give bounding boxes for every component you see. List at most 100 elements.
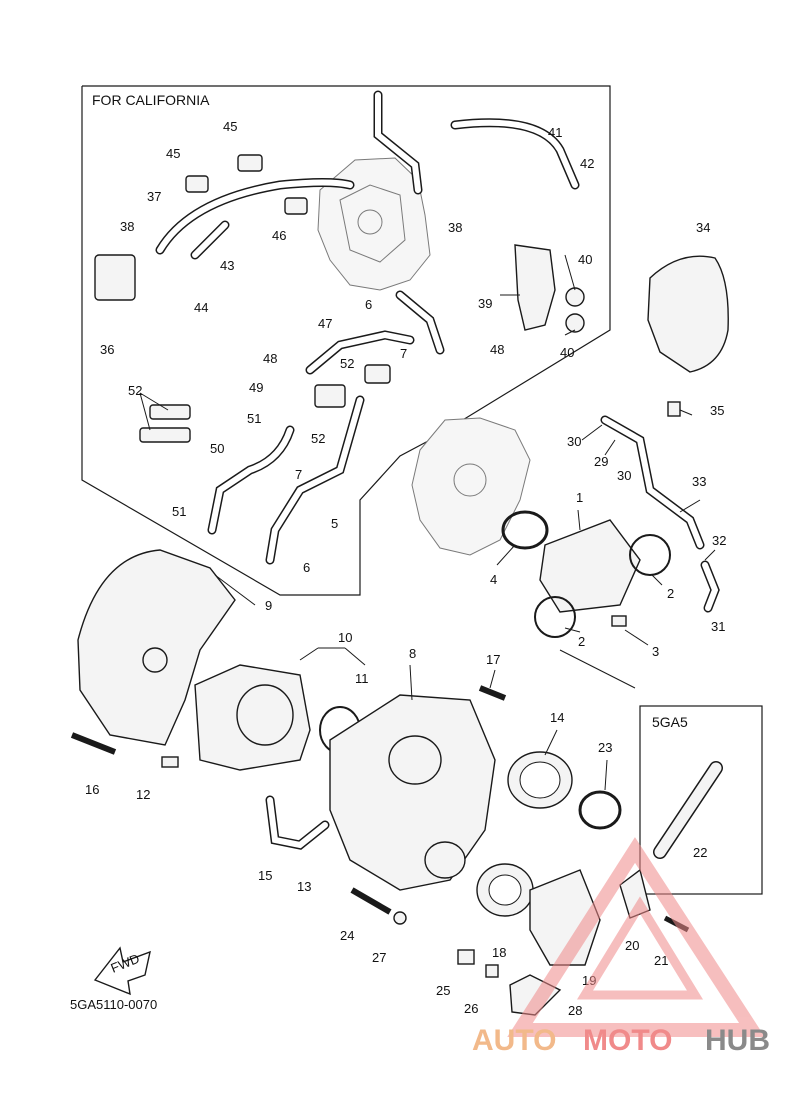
part-22-pipe	[653, 761, 723, 859]
drawing-code: 5GA5110-0070	[70, 997, 157, 1012]
svg-text:39: 39	[478, 296, 492, 311]
svg-text:40: 40	[560, 345, 574, 360]
part-23-clamp	[578, 790, 622, 830]
california-header: FOR CALIFORNIA	[92, 92, 210, 108]
svg-text:34: 34	[696, 220, 710, 235]
svg-text:27: 27	[372, 950, 386, 965]
svg-text:48: 48	[490, 342, 504, 357]
svg-text:8: 8	[409, 646, 416, 661]
svg-text:6: 6	[303, 560, 310, 575]
svg-text:30: 30	[617, 468, 631, 483]
svg-text:HUB: HUB	[705, 1024, 770, 1057]
engine-silhouette-top	[317, 157, 431, 291]
part-52-clip-a	[149, 404, 191, 420]
part-52-clip-c	[314, 384, 346, 408]
svg-text:12: 12	[136, 787, 150, 802]
svg-text:31: 31	[711, 619, 725, 634]
svg-text:25: 25	[436, 983, 450, 998]
svg-text:40: 40	[578, 252, 592, 267]
svg-text:38: 38	[448, 220, 462, 235]
leader-lines	[139, 254, 716, 791]
svg-text:7: 7	[400, 346, 407, 361]
svg-text:46: 46	[272, 228, 286, 243]
part-34-cover	[647, 255, 729, 373]
svg-text:52: 52	[311, 431, 325, 446]
part-25-nut	[457, 949, 475, 965]
svg-text:29: 29	[594, 454, 608, 469]
svg-text:28: 28	[568, 1003, 582, 1018]
svg-text:3: 3	[652, 644, 659, 659]
svg-text:4: 4	[490, 572, 497, 587]
part-26-bolt	[485, 964, 499, 978]
california-frame	[81, 85, 611, 596]
svg-text:MOTO: MOTO	[583, 1024, 672, 1057]
part-12-screw	[161, 756, 179, 768]
svg-text:21: 21	[654, 953, 668, 968]
svg-text:32: 32	[712, 533, 726, 548]
part-39-bracket	[514, 244, 556, 331]
svg-text:33: 33	[692, 474, 706, 489]
part-27-washer	[393, 911, 407, 925]
svg-text:49: 49	[249, 380, 263, 395]
part-40-grommet-a	[565, 287, 585, 307]
svg-text:16: 16	[85, 782, 99, 797]
part-2-o-ring-a	[629, 534, 671, 576]
svg-text:17: 17	[486, 652, 500, 667]
part-35-bolt	[667, 401, 681, 417]
svg-text:13: 13	[297, 879, 311, 894]
svg-text:7: 7	[295, 467, 302, 482]
svg-text:52: 52	[128, 383, 142, 398]
svg-text:45: 45	[223, 119, 237, 134]
svg-text:36: 36	[100, 342, 114, 357]
svg-text:26: 26	[464, 1001, 478, 1016]
svg-text:2: 2	[667, 586, 674, 601]
svg-text:43: 43	[220, 258, 234, 273]
fwd-arrow: FWD	[93, 946, 151, 996]
svg-text:42: 42	[580, 156, 594, 171]
part-36-solenoid	[94, 254, 136, 301]
part-45-clip-a	[237, 154, 263, 172]
part-16-bolt	[70, 732, 117, 755]
part-40-grommet-b	[565, 313, 585, 333]
part-2-o-ring-b	[534, 596, 576, 638]
svg-text:48: 48	[263, 351, 277, 366]
inset-box	[639, 705, 763, 895]
part-46-clip	[284, 197, 308, 215]
california-hoses	[155, 90, 580, 565]
svg-text:51: 51	[247, 411, 261, 426]
svg-text:41: 41	[548, 125, 562, 140]
part-1-intake-joint	[539, 519, 641, 613]
svg-text:35: 35	[710, 403, 724, 418]
svg-text:50: 50	[210, 441, 224, 456]
part-52-clip-b	[139, 427, 191, 443]
svg-text:20: 20	[625, 938, 639, 953]
svg-text:47: 47	[318, 316, 332, 331]
svg-text:22: 22	[693, 845, 707, 860]
svg-text:38: 38	[120, 219, 134, 234]
svg-text:10: 10	[338, 630, 352, 645]
svg-text:6: 6	[365, 297, 372, 312]
svg-text:11: 11	[355, 671, 369, 686]
svg-text:15: 15	[258, 868, 272, 883]
part-52-clip-d	[364, 364, 391, 384]
part-45-clip-b	[185, 175, 209, 193]
svg-text:30: 30	[567, 434, 581, 449]
svg-text:9: 9	[265, 598, 272, 613]
engine-silhouette-middle	[411, 417, 531, 556]
svg-text:52: 52	[340, 356, 354, 371]
part-8-case	[329, 694, 496, 891]
part-4-clamp	[501, 510, 549, 550]
part-3-screw	[611, 615, 627, 627]
part-17-bolt	[478, 685, 507, 701]
svg-text:14: 14	[550, 710, 564, 725]
svg-text:18: 18	[492, 945, 506, 960]
svg-text:1: 1	[576, 490, 583, 505]
svg-text:51: 51	[172, 504, 186, 519]
svg-text:AUTO: AUTO	[472, 1024, 556, 1057]
svg-text:24: 24	[340, 928, 354, 943]
svg-text:23: 23	[598, 740, 612, 755]
svg-text:2: 2	[578, 634, 585, 649]
watermark-logo	[507, 837, 765, 1037]
watermark-text: AUTO MOTO HUB	[472, 1024, 770, 1057]
